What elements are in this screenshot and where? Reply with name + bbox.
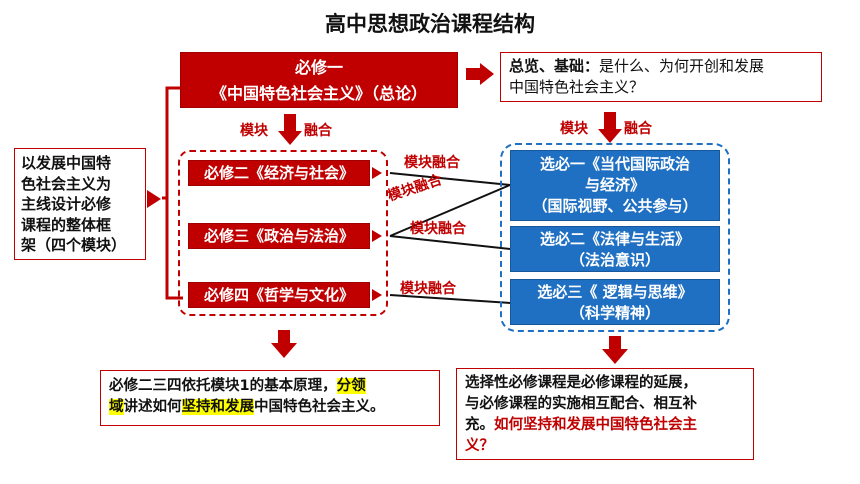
bl-text-2: 讲述如何 [123,399,182,415]
left-note-line-5: 架（四个模块） [21,236,127,254]
fusion-label-left: 融合 [304,123,332,139]
overview-bold: 总览、基础： [509,57,600,75]
bl-text-3: 中国特色社会主义。 [254,399,385,415]
arrow-m4-icon [372,289,382,301]
br-red-2: 义？ [465,438,494,454]
overview-text-1: 是什么、为何开创和发展 [599,57,765,75]
compulsory-1-box: 必修一 《中国特色社会主义》（总论） [180,52,458,108]
elective-3-line-2: （科学精神） [569,304,660,322]
bl-highlight-1: 分领 [336,378,366,394]
left-bracket [165,86,183,300]
compulsory-1-line1: 必修一 [294,58,343,77]
br-text-2: 与必修课程的实施相互配合、相互补 [465,396,697,412]
left-note-line-3: 主线设计必修 [21,195,112,213]
left-note-line-2: 色社会主义为 [21,174,112,193]
br-text-1: 选择性必修课程是必修课程的延展， [465,375,697,391]
br-red-1: 如何坚持和发展中国特色社会主 [494,417,697,433]
elective-3-line-1: 选必三《 逻辑与思维》 [537,283,693,301]
compulsory-1-line2: 《中国特色社会主义》（总论） [210,84,427,103]
compulsory-2-box: 必修二《经济与社会》 [188,160,370,186]
link-m4-e3 [389,294,511,304]
elective-group [500,143,730,332]
elective-2-line-1: 选必二《法律与生活》 [539,230,690,248]
compulsory-4-box: 必修四《哲学与文化》 [188,282,370,308]
overview-text-2: 中国特色社会主义？ [509,78,645,96]
fusion-label-3: 模块融合 [410,221,466,237]
overview-box: 总览、基础：是什么、为何开创和发展 中国特色社会主义？ [500,52,822,102]
bl-text-1: 必修二三四依托模块1的基本原理， [109,378,337,394]
module-label-right: 模块 [560,121,588,137]
link-m2-e1 [389,172,511,186]
br-text-3: 充。 [465,417,494,433]
link-m3-e2 [389,235,511,250]
elective-2-box: 选必二《法律与生活》 （法治意识） [510,226,720,272]
elective-1-line-2: 与经济》 [584,176,645,194]
down-arrow-left-shaft [284,114,296,132]
elective-1-line-1: 选必一《当代国际政治 [539,155,690,173]
bl-highlight-2: 域 [109,399,124,415]
elective-3-box: 选必三《 逻辑与思维》 （科学精神） [510,279,720,325]
page-title: 高中思想政治课程结构 [325,12,535,36]
compulsory-group [178,150,388,316]
bottom-left-summary: 必修二三四依托模块1的基本原理，分领 域讲述如何坚持和发展中国特色社会主义。 [100,370,440,426]
left-arrow-icon [147,190,161,208]
bl-highlight-3: 坚持和发展 [181,399,254,415]
elective-1-line-3: （国际视野、公共参与） [532,197,698,215]
left-note-line-4: 课程的整体框 [21,215,112,234]
down-arrow-bottom-left-icon [271,343,297,358]
module-label-left: 模块 [240,123,268,139]
left-note-box: 以发展中国特 色社会主义为 主线设计必修 课程的整体框 架（四个模块） [14,148,146,260]
compulsory-3-box: 必修三《政治与法治》 [188,223,370,249]
bottom-right-summary: 选择性必修课程是必修课程的延展， 与必修课程的实施相互配合、相互补 充。如何坚持… [456,368,754,460]
fusion-label-right: 融合 [624,121,652,137]
arrow-m2-icon [372,167,382,179]
down-arrow-right-icon [598,129,622,143]
elective-2-line-2: （法治意识） [569,251,660,269]
elective-1-box: 选必一《当代国际政治 与经济》 （国际视野、公共参与） [510,150,720,221]
left-note-line-1: 以发展中国特 [21,154,112,172]
arrow-m3-icon [372,230,382,242]
down-arrow-bottom-right-shaft [609,336,621,350]
down-arrow-bottom-left-shaft [278,330,290,344]
fusion-label-1: 模块融合 [404,155,460,171]
fusion-label-4: 模块融合 [400,281,456,297]
down-arrow-bottom-right-icon [602,349,628,364]
down-arrow-left-icon [278,131,302,145]
link-m3-e1 [389,184,511,237]
down-arrow-right-shaft [604,112,616,130]
right-arrow-shaft [466,68,482,80]
right-arrow-icon [480,63,494,85]
